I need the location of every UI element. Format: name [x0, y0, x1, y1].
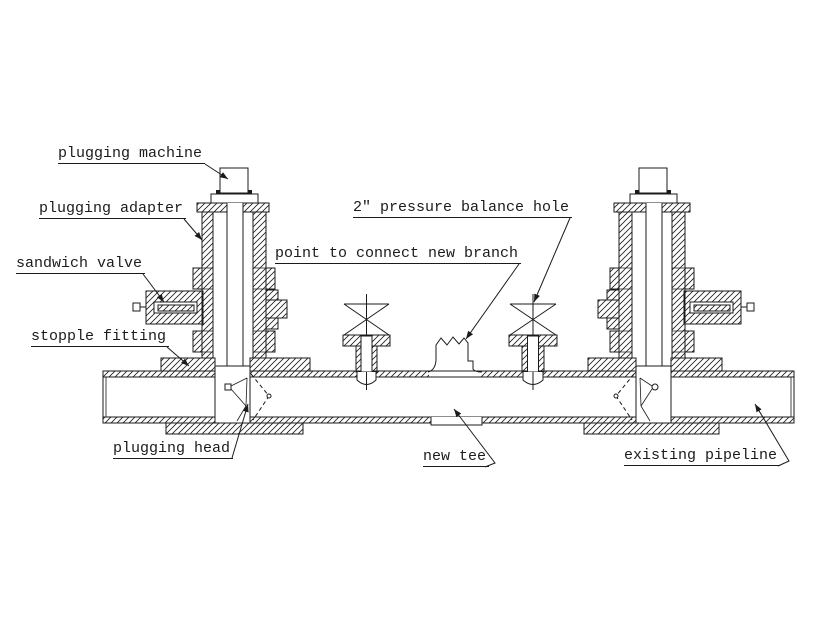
plugging-head-linkage-r	[639, 377, 659, 422]
sandwich-valve-stem-r	[746, 302, 755, 312]
leader-new-tee	[453, 408, 496, 468]
adapter-wall-left	[201, 211, 214, 359]
sandwich-valve-gate	[157, 304, 195, 312]
tee-bottom-saddle	[430, 417, 483, 426]
branch-connection-nozzle-r	[597, 289, 620, 330]
plugging-head-box-r	[635, 365, 672, 424]
label-existing-pipeline: existing pipeline	[624, 448, 781, 466]
plugging-rod-r	[645, 203, 663, 366]
label-new-tee: new tee	[423, 449, 490, 467]
plugging-head-deployed-outline-r	[613, 373, 635, 421]
stopple-flange-left-wing-r	[587, 357, 637, 372]
sandwich-valve-gate-r	[693, 304, 731, 312]
label-point-to-connect-new-branch: point to connect new branch	[275, 246, 522, 264]
leader-plugging-machine	[204, 163, 229, 180]
tee-branch-stub	[427, 336, 483, 373]
leader-lines	[142, 163, 790, 468]
purge-valve-right	[508, 294, 558, 390]
branch-connection-nozzle	[265, 289, 288, 330]
label-plugging-adapter: plugging adapter	[39, 201, 187, 219]
stopple-flange-right-wing-r	[670, 357, 723, 372]
leader-sandwich-valve	[142, 273, 165, 303]
leader-plugging-adapter	[183, 218, 203, 241]
leader-stopple-fitting	[166, 346, 190, 367]
plugging-rod	[226, 203, 244, 366]
purge-valve-left	[342, 294, 391, 390]
valve-bowtie-symbol-r	[509, 303, 557, 336]
label-plugging-machine: plugging machine	[58, 146, 206, 164]
adapter-wall-left-r	[618, 211, 633, 359]
label-plugging-head: plugging head	[113, 441, 234, 459]
stopple-flange-right-wing	[249, 357, 311, 372]
plugging-head-deployed-outline	[250, 373, 272, 421]
right-plugging-assembly	[583, 167, 755, 435]
stopple-lower-sleeve	[165, 422, 304, 435]
plugging-head-linkage	[224, 377, 248, 422]
leader-point-to-connect	[465, 263, 520, 340]
plugging-machine-box-r	[638, 167, 668, 194]
leader-plugging-head	[231, 403, 249, 459]
adapter-wall-right-r	[671, 211, 686, 359]
leader-existing-pipeline	[754, 403, 790, 467]
left-plugging-assembly	[132, 167, 311, 435]
adapter-wall-right	[252, 211, 267, 359]
new-tee-drawing	[427, 336, 483, 426]
leader-pressure-balance-hole	[533, 217, 571, 303]
plugging-head-box	[214, 365, 251, 424]
plugging-machine-box	[219, 167, 249, 194]
sandwich-valve-stem	[132, 302, 141, 312]
valve-bowtie-symbol	[343, 303, 390, 336]
label-sandwich-valve: sandwich valve	[16, 256, 146, 274]
stopple-lower-sleeve-r	[583, 422, 720, 435]
existing-pipeline-drawing	[102, 370, 795, 424]
label-stopple-fitting: stopple fitting	[31, 329, 170, 347]
label-pressure-balance-hole: 2″ pressure balance hole	[353, 200, 573, 218]
machine-mount-flange	[210, 193, 259, 204]
machine-mount-flange-r	[629, 193, 678, 204]
